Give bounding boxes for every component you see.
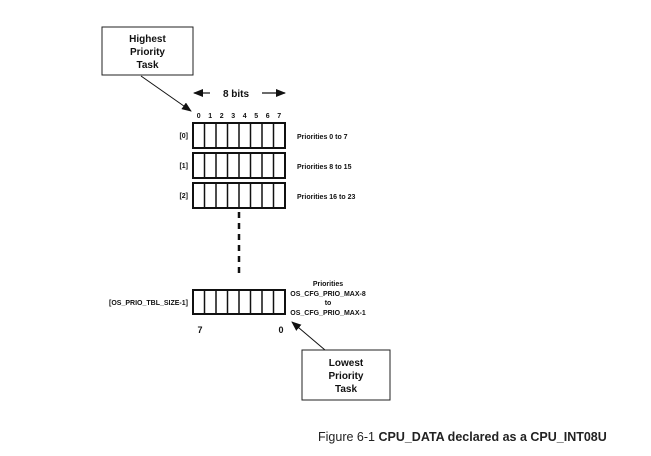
row-index: [2] — [179, 193, 188, 200]
bit-number: 0 — [197, 113, 201, 120]
priority-row: [1] Priorities 8 to 15 — [179, 152, 352, 179]
bit-number: 4 — [243, 113, 247, 120]
bit-number: 3 — [231, 113, 235, 120]
bit-number: 1 — [208, 113, 212, 120]
highest-priority-arrow — [140, 75, 192, 112]
row-label: Priorities 8 to 15 — [297, 164, 352, 171]
bit-number: 6 — [266, 113, 270, 120]
bit-label-0: 0 — [278, 325, 283, 335]
row-label: Priorities 0 to 7 — [297, 134, 348, 141]
bit-label-7: 7 — [197, 325, 202, 335]
last-priority-row: [OS_PRIO_TBL_SIZE-1] Priorities OS_CFG_P… — [109, 281, 366, 317]
highest-box-line: Task — [136, 60, 158, 71]
width-indicator: 8 bits — [193, 89, 286, 100]
row-label: Priorities 16 to 23 — [297, 194, 355, 201]
row-index: [1] — [179, 163, 188, 170]
lowest-box-line: Priority — [328, 371, 363, 382]
lowest-box-line: Task — [335, 384, 357, 395]
row-index: [0] — [179, 133, 188, 140]
highest-priority-task-box: Highest Priority Task — [101, 26, 194, 76]
highest-box-line: Highest — [129, 34, 166, 45]
lowest-priority-arrow — [291, 321, 326, 351]
lowest-priority-task-box: Lowest Priority Task — [301, 349, 391, 401]
bit-number: 7 — [277, 113, 281, 120]
priority-row: [0] Priorities 0 to 7 — [179, 122, 348, 149]
width-label: 8 bits — [223, 89, 250, 100]
row-label-line: Priorities — [313, 281, 343, 288]
bit-number: 5 — [254, 113, 258, 120]
lowest-box-line: Lowest — [329, 358, 364, 369]
row-index: [OS_PRIO_TBL_SIZE-1] — [109, 300, 188, 307]
highest-box-line: Priority — [130, 47, 165, 58]
priority-row: [2] Priorities 16 to 23 — [179, 182, 355, 209]
bit-number: 2 — [220, 113, 224, 120]
figure-caption: Figure 6-1 CPU_DATA declared as a CPU_IN… — [318, 430, 607, 444]
figure-number: Figure 6-1 — [318, 430, 375, 444]
priority-rows: [0] Priorities 0 to 7 [1] Priorities 8 to 1… — [179, 122, 355, 209]
row-label-line: to — [325, 300, 332, 307]
figure-title: CPU_DATA declared as a CPU_INT08U — [378, 430, 607, 444]
row-label-line: OS_CFG_PRIO_MAX-8 — [290, 291, 366, 298]
row-label-line: OS_CFG_PRIO_MAX-1 — [290, 310, 366, 317]
